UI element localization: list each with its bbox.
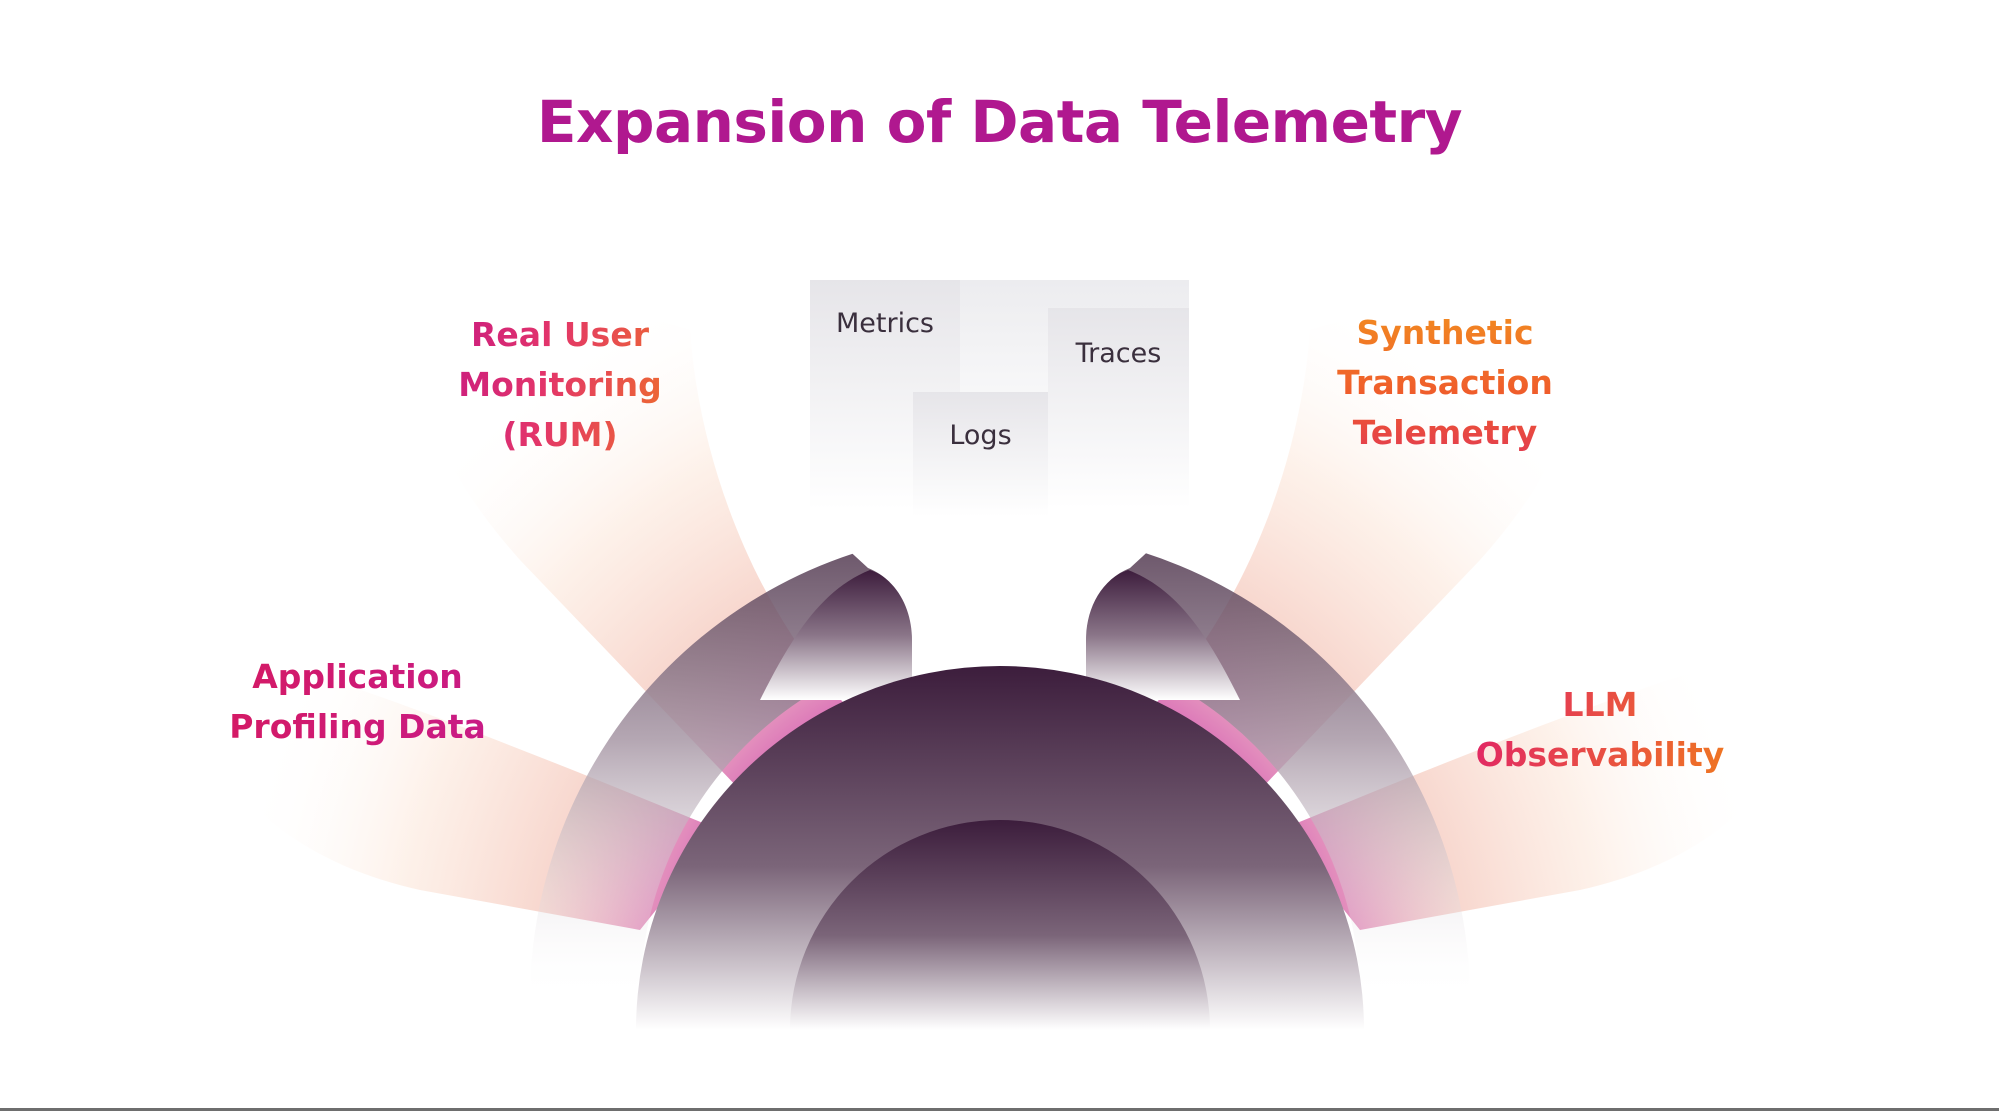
logs-box — [913, 392, 1048, 517]
funnel-shoulder-right — [1086, 570, 1240, 700]
logs-label: Logs — [949, 420, 1012, 451]
llm-observability-label: LLM Observability — [1460, 680, 1740, 780]
traces-box — [1048, 308, 1189, 508]
synthetic-label: Synthetic Transaction Telemetry — [1300, 308, 1590, 458]
traces-label: Traces — [1075, 338, 1162, 369]
rum-label: Real User Monitoring (RUM) — [420, 310, 700, 460]
core-dome-inner — [790, 820, 1210, 1030]
outer-arc-ring — [530, 530, 1470, 1000]
metrics-label: Metrics — [835, 308, 934, 339]
funnel-shoulder-left — [760, 570, 912, 700]
application-profiling-label: Application Profiling Data — [220, 652, 495, 752]
page-title: Expansion of Data Telemetry — [536, 88, 1463, 156]
bottom-divider — [0, 1108, 1999, 1111]
